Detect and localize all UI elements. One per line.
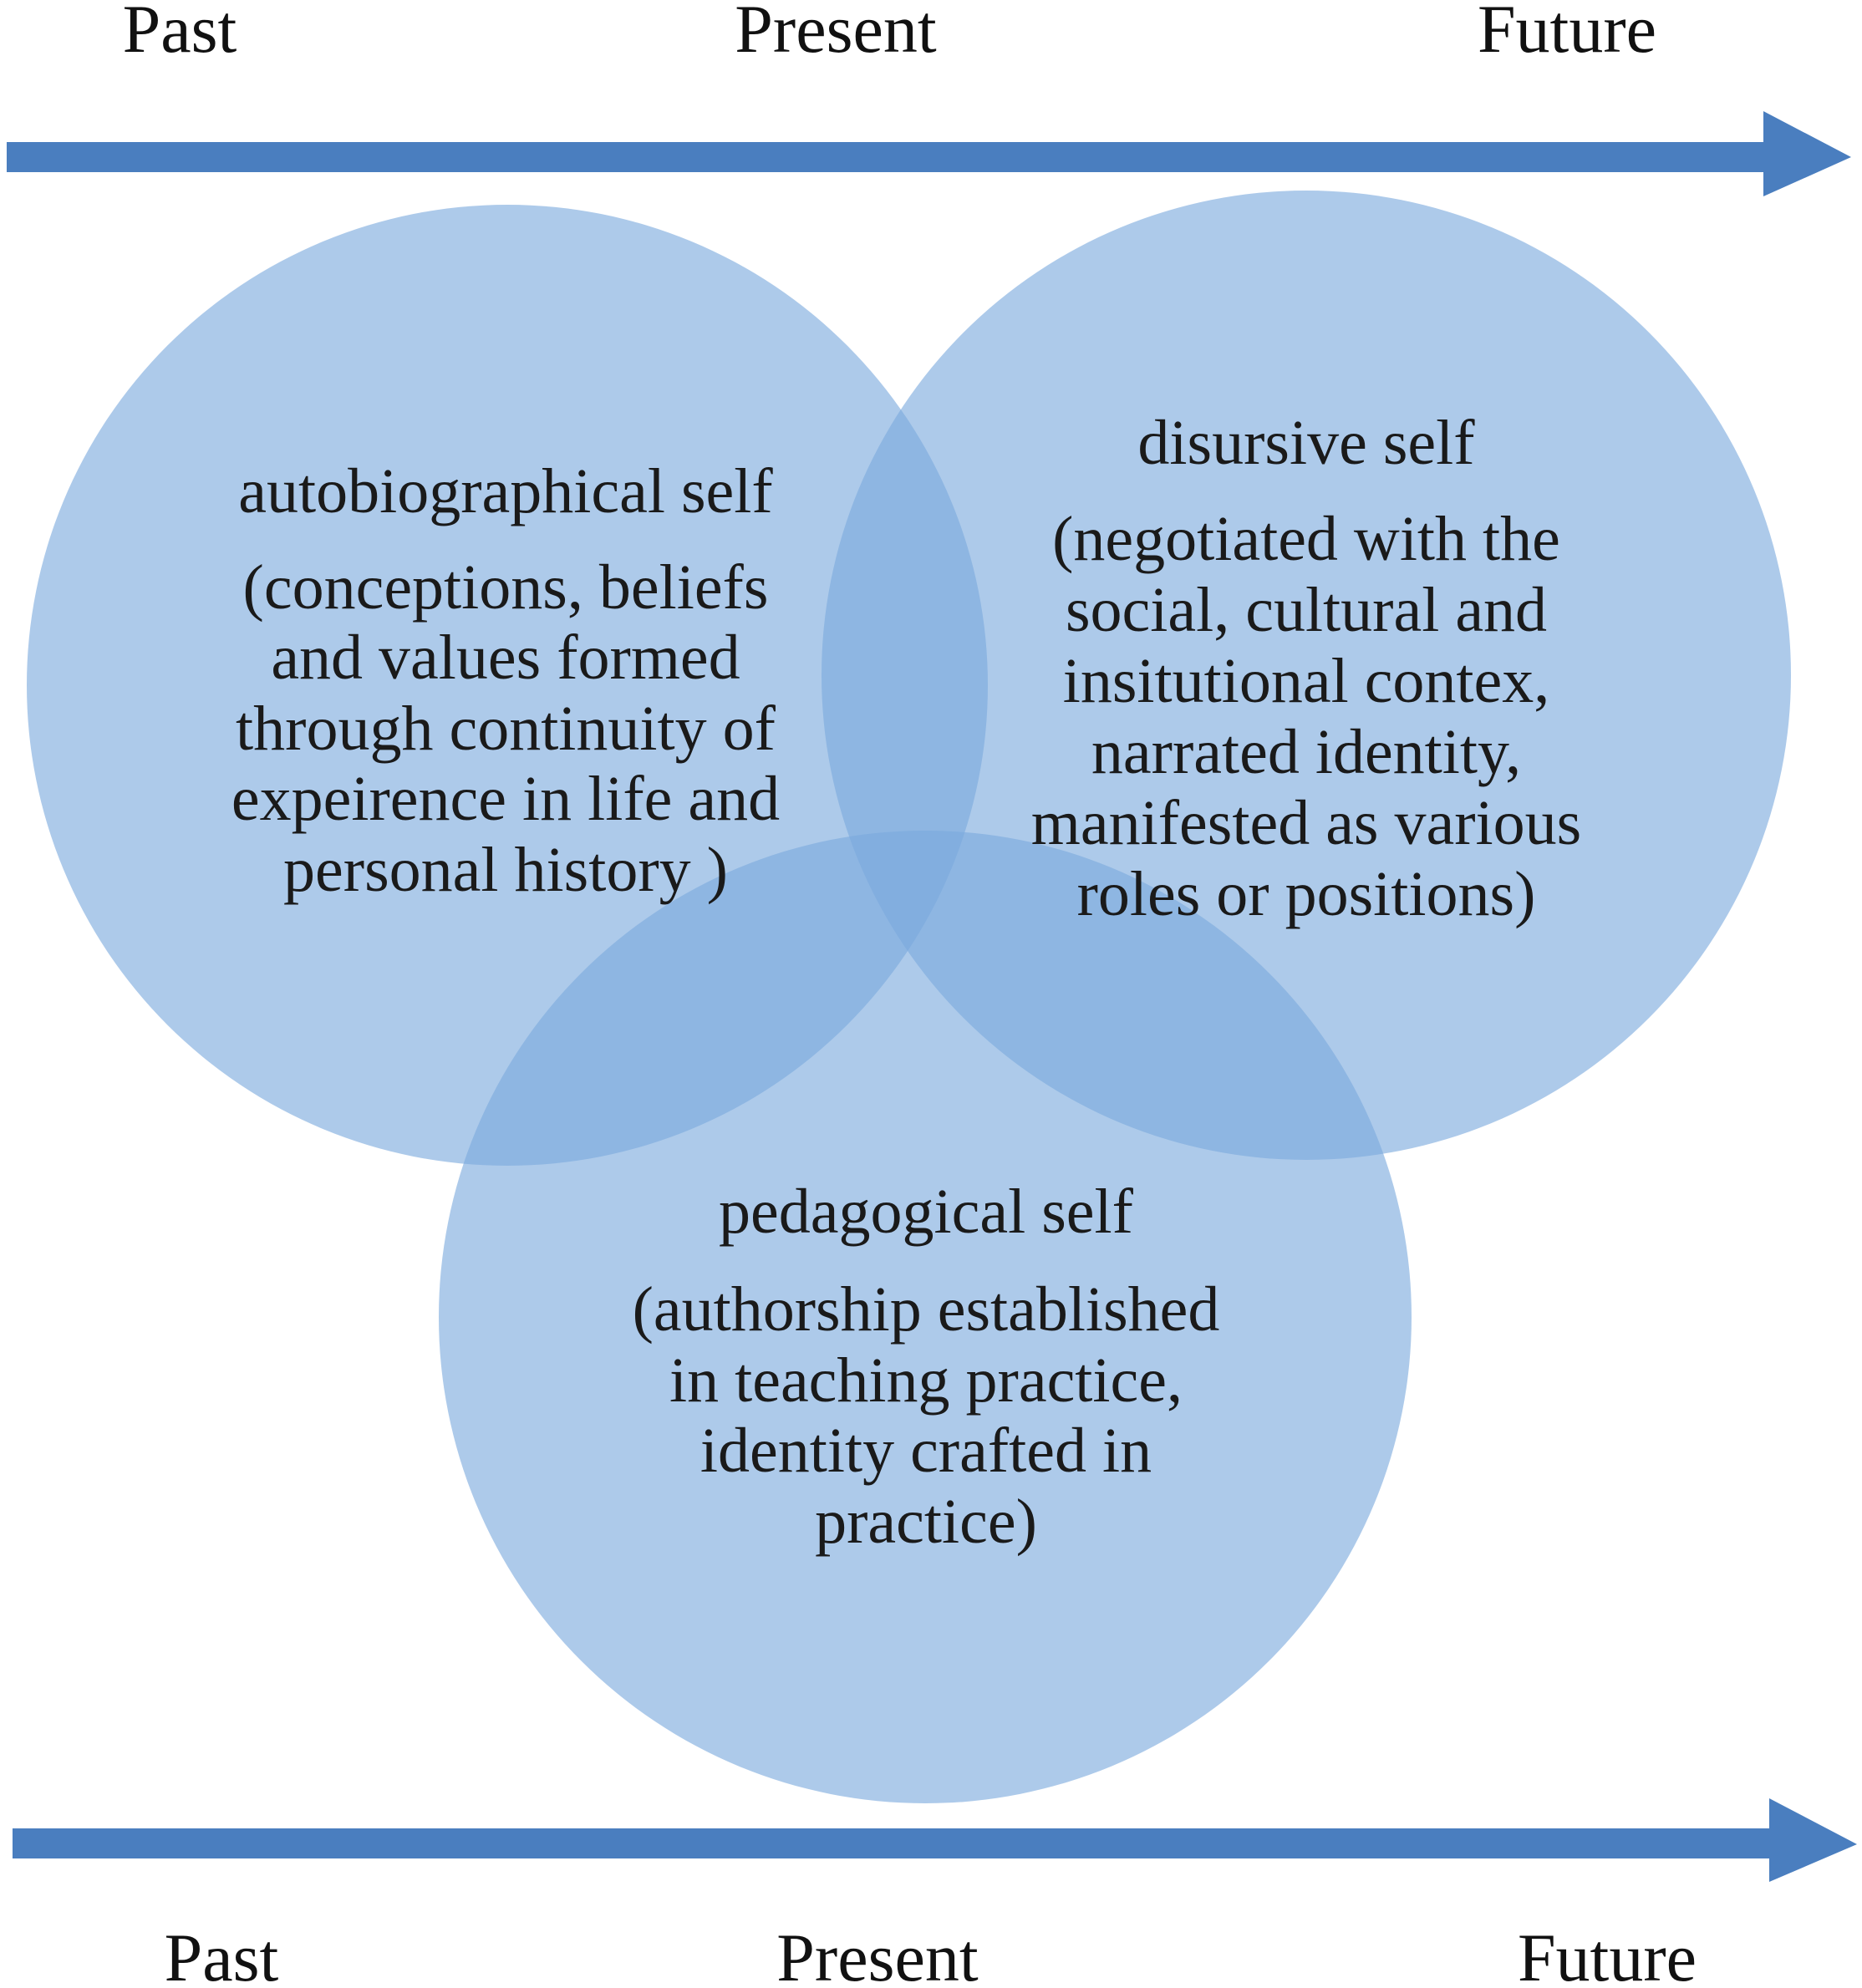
timeline-bottom-label-past: Past [165, 1919, 279, 1988]
discursive-self-line-1: (negotiated with the [1052, 504, 1560, 574]
autobiographical-self-text: autobiographical self (conceptions, beli… [231, 456, 780, 905]
discursive-self-title: disursive self [1137, 408, 1475, 478]
timeline-bottom-label-present: Present [776, 1919, 979, 1988]
timeline-bottom-arrow-head [1769, 1798, 1857, 1882]
timeline-top-label-future: Future [1478, 0, 1656, 67]
autobiographical-self-line-3: through continuity of [236, 694, 776, 764]
pedagogical-self-line-1: (authorship established [633, 1274, 1220, 1345]
timeline-bottom-label-future: Future [1518, 1919, 1697, 1988]
discursive-self-line-4: narrated identity, [1091, 717, 1521, 787]
timeline-top-label-present: Present [735, 0, 937, 67]
venn-circles [27, 191, 1791, 1803]
autobiographical-self-line-4: expeirence in life and [231, 764, 780, 834]
pedagogical-self-line-4: practice) [815, 1487, 1037, 1557]
timeline-top-arrow-shaft [7, 142, 1772, 172]
autobiographical-self-line-2: and values formed [271, 623, 740, 693]
discursive-self-text: disursive self (negotiated with the soci… [1031, 408, 1581, 929]
discursive-self-line-5: manifested as various [1031, 788, 1581, 858]
discursive-self-line-3: insitutional contex, [1063, 646, 1550, 716]
discursive-self-line-6: roles or positions) [1077, 859, 1536, 929]
autobiographical-self-line-1: (conceptions, beliefs [243, 552, 769, 623]
pedagogical-self-line-3: identity crafted in [700, 1416, 1152, 1486]
timeline-top: Past Present Future [7, 0, 1851, 196]
timeline-bottom-arrow-shaft [13, 1828, 1778, 1858]
circle-pedagogical-self [439, 831, 1412, 1803]
pedagogical-self-title: pedagogical self [719, 1177, 1134, 1247]
timeline-top-label-past: Past [123, 0, 237, 67]
timeline-top-arrow-head [1763, 111, 1851, 196]
pedagogical-self-line-2: in teaching practice, [669, 1345, 1183, 1416]
pedagogical-self-text: pedagogical self (authorship established… [633, 1177, 1220, 1557]
timeline-bottom: Past Present Future [13, 1798, 1857, 1988]
autobiographical-self-line-5: personal history ) [283, 835, 728, 905]
autobiographical-self-title: autobiographical self [238, 456, 773, 526]
discursive-self-line-2: social, cultural and [1066, 575, 1547, 645]
